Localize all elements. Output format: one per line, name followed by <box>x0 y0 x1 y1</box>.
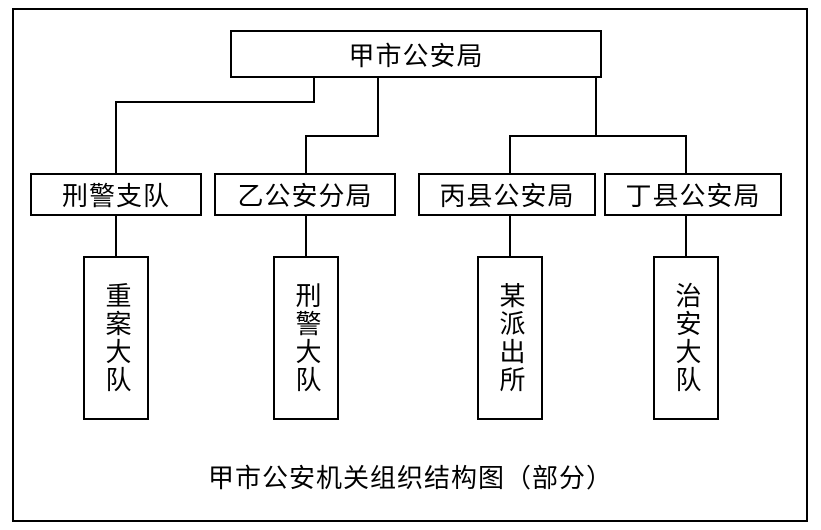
node-label: 某派出所 <box>495 282 525 394</box>
root-label: 甲市公安局 <box>348 41 484 72</box>
node-bing-county: 丙县公安局 <box>418 173 596 216</box>
node-yi-branch: 乙公安分局 <box>214 173 396 216</box>
diagram-frame <box>12 8 808 522</box>
node-police-station: 某派出所 <box>477 256 543 420</box>
root-node: 甲市公安局 <box>230 30 602 78</box>
node-label: 治安大队 <box>671 282 701 394</box>
connector-root-to-bing-county <box>509 78 597 173</box>
node-ding-county: 丁县公安局 <box>604 173 782 216</box>
connector-root-to-yi-branch <box>305 78 379 173</box>
node-major-case-brigade: 重案大队 <box>83 256 149 420</box>
node-label: 丙县公安局 <box>439 182 575 212</box>
node-label: 重案大队 <box>101 282 131 394</box>
node-label: 刑警支队 <box>61 182 170 212</box>
node-public-order-brigade: 治安大队 <box>653 256 719 420</box>
node-label: 丁县公安局 <box>625 182 761 212</box>
diagram-caption: 甲市公安机关组织结构图（部分） <box>207 464 613 494</box>
node-criminal-brigade: 刑警大队 <box>273 256 339 420</box>
node-label: 刑警大队 <box>291 282 321 394</box>
connector-root-to-ding-county <box>596 135 687 173</box>
node-label: 乙公安分局 <box>237 182 373 212</box>
node-criminal-detachment: 刑警支队 <box>30 173 202 216</box>
connector-root-to-criminal-detachment <box>115 78 315 173</box>
